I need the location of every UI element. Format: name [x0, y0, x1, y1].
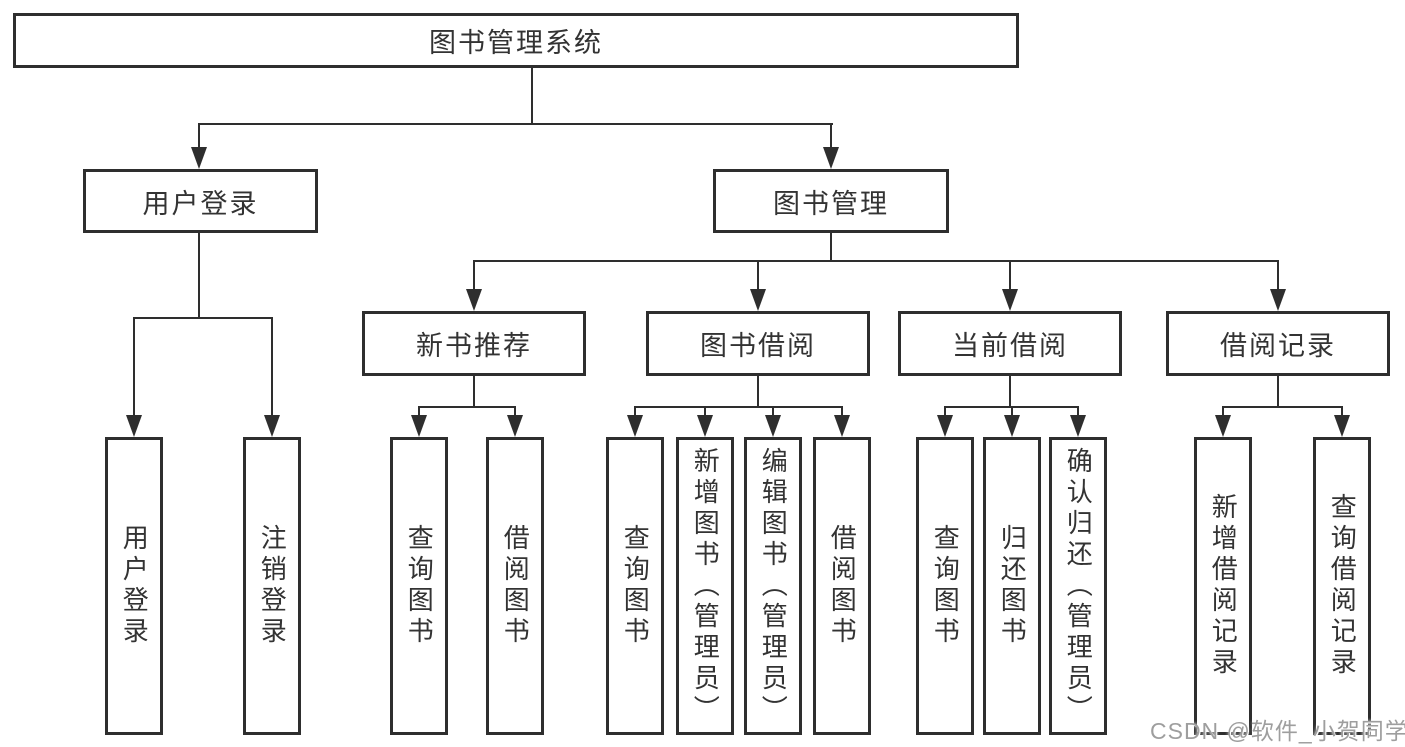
connector-line: [531, 68, 533, 124]
arrow-down-icon: [1070, 415, 1086, 437]
connector-line: [418, 406, 516, 408]
arrow-down-icon: [1002, 289, 1018, 311]
connector-line: [704, 407, 706, 417]
connector-line: [757, 261, 759, 291]
connector-line: [757, 376, 759, 407]
connector-line: [1222, 406, 1343, 408]
leaf-logout: 注销登录: [243, 437, 301, 735]
arrow-down-icon: [411, 415, 427, 437]
connector-line: [1222, 407, 1224, 417]
connector-line: [473, 260, 1279, 262]
node-new-book-recommendation: 新书推荐: [362, 311, 586, 376]
arrow-down-icon: [264, 415, 280, 437]
node-current-borrowing: 当前借阅: [898, 311, 1122, 376]
arrow-down-icon: [191, 147, 207, 169]
connector-line: [1341, 407, 1343, 417]
arrow-down-icon: [507, 415, 523, 437]
connector-line: [634, 406, 843, 408]
connector-line: [1277, 376, 1279, 407]
leaf-confirm-return-admin: 确认归还（管理员）: [1049, 437, 1107, 735]
connector-line: [418, 407, 420, 417]
connector-line: [1077, 407, 1079, 417]
connector-line: [271, 318, 273, 417]
arrow-down-icon: [466, 289, 482, 311]
connector-line: [830, 233, 832, 261]
node-library-management-system: 图书管理系统: [13, 13, 1019, 68]
leaf-label: 确认归还（管理员）: [1063, 446, 1094, 726]
connector-line: [1009, 261, 1011, 291]
connector-line: [830, 124, 832, 149]
node-borrowing-records: 借阅记录: [1166, 311, 1390, 376]
connector-line: [473, 261, 475, 291]
leaf-label: 查询借阅记录: [1327, 493, 1358, 679]
leaf-query-books-borrowing: 查询图书: [606, 437, 664, 735]
connector-line: [944, 407, 946, 417]
arrow-down-icon: [1004, 415, 1020, 437]
arrow-down-icon: [627, 415, 643, 437]
arrow-down-icon: [1334, 415, 1350, 437]
leaf-label: 查询图书: [930, 524, 961, 648]
arrow-down-icon: [1270, 289, 1286, 311]
leaf-label: 新增借阅记录: [1208, 493, 1239, 679]
arrow-down-icon: [750, 289, 766, 311]
leaf-label: 归还图书: [997, 524, 1028, 648]
connector-line: [133, 317, 273, 319]
leaf-label: 新增图书（管理员）: [690, 446, 721, 726]
arrow-down-icon: [126, 415, 142, 437]
node-user-login: 用户登录: [83, 169, 318, 233]
leaf-query-books-current: 查询图书: [916, 437, 974, 735]
connector-line: [198, 233, 200, 318]
connector-line: [198, 124, 200, 149]
arrow-down-icon: [834, 415, 850, 437]
connector-line: [198, 123, 833, 125]
leaf-add-borrow-record: 新增借阅记录: [1194, 437, 1252, 735]
leaf-label: 借阅图书: [500, 524, 531, 648]
leaf-return-book: 归还图书: [983, 437, 1041, 735]
arrow-down-icon: [823, 147, 839, 169]
connector-line: [634, 407, 636, 417]
leaf-add-book-admin: 新增图书（管理员）: [676, 437, 734, 735]
leaf-borrow-books-borrowing: 借阅图书: [813, 437, 871, 735]
connector-line: [133, 318, 135, 417]
csdn-watermark: CSDN @软件_小贺同学: [1150, 718, 1405, 744]
leaf-edit-book-admin: 编辑图书（管理员）: [744, 437, 802, 735]
connector-line: [772, 407, 774, 417]
arrow-down-icon: [765, 415, 781, 437]
leaf-borrow-books-recommend: 借阅图书: [486, 437, 544, 735]
leaf-query-books-recommend: 查询图书: [390, 437, 448, 735]
arrow-down-icon: [1215, 415, 1231, 437]
leaf-user-login: 用户登录: [105, 437, 163, 735]
leaf-query-borrow-record: 查询借阅记录: [1313, 437, 1371, 735]
connector-line: [514, 407, 516, 417]
arrow-down-icon: [697, 415, 713, 437]
leaf-label: 借阅图书: [827, 524, 858, 648]
connector-line: [473, 376, 475, 407]
node-book-borrowing: 图书借阅: [646, 311, 870, 376]
connector-line: [841, 407, 843, 417]
arrow-down-icon: [937, 415, 953, 437]
leaf-label: 注销登录: [257, 524, 288, 648]
leaf-label: 用户登录: [119, 524, 150, 648]
leaf-label: 查询图书: [620, 524, 651, 648]
leaf-label: 编辑图书（管理员）: [758, 446, 789, 726]
node-book-management: 图书管理: [713, 169, 949, 233]
connector-line: [1277, 261, 1279, 291]
leaf-label: 查询图书: [404, 524, 435, 648]
connector-line: [1009, 376, 1011, 407]
connector-line: [1011, 407, 1013, 417]
